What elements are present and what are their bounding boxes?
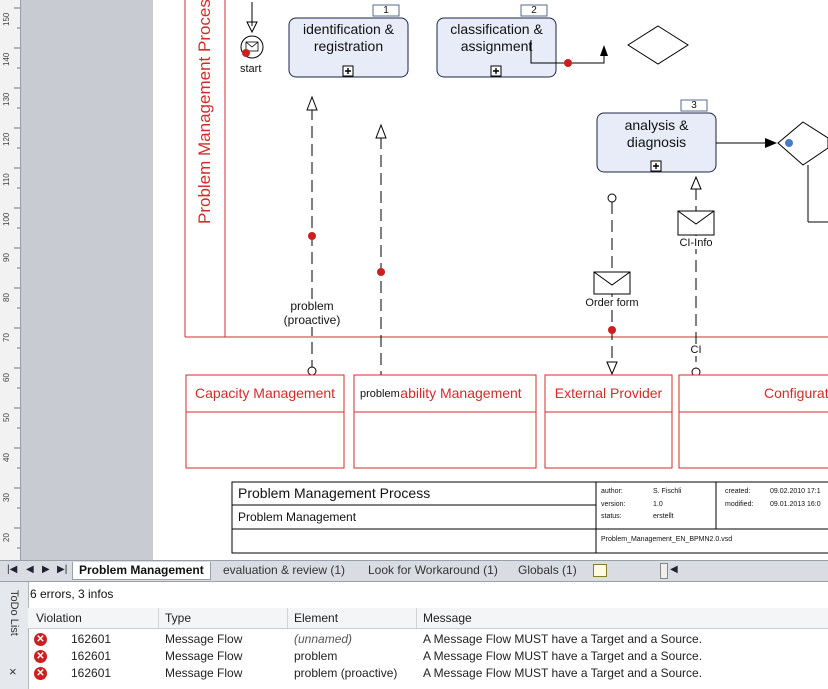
first-page-icon[interactable]: |◀ xyxy=(7,564,18,575)
violation-cell: 162601 xyxy=(71,666,112,680)
message-label-problem: problem xyxy=(360,388,400,400)
message-cell: A Message Flow MUST have a Target and a … xyxy=(423,649,703,663)
table-row[interactable]: ✕ 162601 Message Flow problem (proactive… xyxy=(28,665,828,682)
title-block-subtitle: Problem Management xyxy=(238,510,357,524)
close-icon[interactable]: × xyxy=(9,664,17,679)
column-header-violation[interactable]: Violation xyxy=(36,611,82,625)
task-1-line1: identification & xyxy=(302,21,395,37)
next-page-icon[interactable]: ▶ xyxy=(42,564,50,575)
task-3-line1: analysis & xyxy=(624,117,689,133)
modified-value: 09.01.2013 16:0 xyxy=(770,501,821,508)
last-page-icon[interactable]: ▶| xyxy=(57,564,68,575)
message-cell: A Message Flow MUST have a Target and a … xyxy=(423,632,703,646)
task-1-line2: registration xyxy=(313,38,384,54)
element-cell: problem xyxy=(294,649,338,663)
bpmn-diagram xyxy=(184,0,828,554)
scroll-left-icon[interactable]: ◀ xyxy=(670,564,678,575)
todo-sidebar: ToDo List × xyxy=(0,582,29,689)
task-2-line2: assignment xyxy=(460,38,533,54)
column-header-message[interactable]: Message xyxy=(423,611,472,625)
task-3-number: 3 xyxy=(691,100,697,111)
title-block-title: Problem Management Process xyxy=(238,485,431,501)
todo-panel xyxy=(0,582,828,689)
workspace-margin xyxy=(21,0,153,560)
version-value: 1.0 xyxy=(653,501,663,508)
lane-configuration[interactable]: Configurat xyxy=(764,385,828,401)
message-cell: A Message Flow MUST have a Target and a … xyxy=(423,666,703,680)
author-value: S. Fischli xyxy=(653,488,682,495)
todo-summary: 6 errors, 3 infos xyxy=(30,587,114,601)
task-identification[interactable] xyxy=(288,17,409,78)
version-label: version: xyxy=(601,501,626,508)
error-icon: ✕ xyxy=(34,667,47,680)
task-2-number: 2 xyxy=(531,5,537,16)
task-3-line2: diagnosis xyxy=(626,134,687,150)
gateway-2[interactable] xyxy=(777,121,828,166)
type-cell: Message Flow xyxy=(165,649,243,663)
created-label: created: xyxy=(725,488,751,495)
tab-look-for-workaround[interactable]: Look for Workaround (1) xyxy=(368,563,498,577)
message-label-problem-proactive-2: (proactive) xyxy=(269,313,355,327)
tab-globals[interactable]: Globals (1) xyxy=(518,563,577,577)
lane-external-provider[interactable]: External Provider xyxy=(554,385,663,401)
prev-page-icon[interactable]: ◀ xyxy=(26,564,34,575)
tab-splitter-handle[interactable] xyxy=(660,563,668,579)
author-label: author: xyxy=(601,488,623,495)
lane-capacity-management[interactable]: Capacity Management xyxy=(194,385,336,401)
status-value: erstellt xyxy=(653,513,674,520)
message-label-ci-info: CI-Info xyxy=(674,237,718,249)
type-cell: Message Flow xyxy=(165,632,243,646)
message-label-order-form: Order form xyxy=(581,297,643,309)
column-header-element[interactable]: Element xyxy=(294,611,339,625)
violation-cell: 162601 xyxy=(71,632,112,646)
violation-cell: 162601 xyxy=(71,649,112,663)
element-cell: problem (proactive) xyxy=(294,666,398,680)
type-cell: Message Flow xyxy=(165,666,243,680)
column-header-type[interactable]: Type xyxy=(165,611,192,625)
modified-label: modified: xyxy=(725,501,754,508)
task-1-number: 1 xyxy=(383,5,389,16)
task-classification[interactable] xyxy=(436,17,557,78)
tab-evaluation-review[interactable]: evaluation & review (1) xyxy=(223,563,346,577)
message-label-problem-proactive-1: problem xyxy=(269,299,355,313)
diagram-canvas[interactable]: Problem Management Process start identif… xyxy=(153,0,828,560)
task-2-line1: classification & xyxy=(450,21,543,37)
todo-side-label[interactable]: ToDo List xyxy=(8,590,20,636)
tab-problem-management[interactable]: Problem Management xyxy=(72,562,211,580)
start-label: start xyxy=(240,63,262,75)
lane-availability-management[interactable]: ability Management xyxy=(400,385,522,401)
table-row[interactable]: ✕ 162601 Message Flow problem A Message … xyxy=(28,648,828,665)
error-icon: ✕ xyxy=(34,650,47,663)
message-label-ci: CI xyxy=(688,344,704,356)
error-icon: ✕ xyxy=(34,633,47,646)
status-label: status: xyxy=(601,513,622,520)
file-name: Problem_Management_EN_BPMN2.0.vsd xyxy=(601,536,733,543)
pool-label: Problem Management Process xyxy=(195,0,214,224)
vertical-ruler: 150 140 130 120 110 100 90 80 70 60 50 4… xyxy=(0,0,21,560)
todo-table-header: Violation Type Element Message xyxy=(28,608,828,629)
gateway[interactable] xyxy=(627,25,689,65)
insert-page-icon[interactable] xyxy=(593,564,607,577)
element-cell: (unnamed) xyxy=(294,632,353,646)
created-value: 09.02.2010 17:1 xyxy=(770,488,821,495)
table-row[interactable]: ✕ 162601 Message Flow (unnamed) A Messag… xyxy=(28,631,828,648)
page-tabs-bar: |◀ ◀ ▶ ▶| Problem Management evaluation … xyxy=(0,560,828,582)
